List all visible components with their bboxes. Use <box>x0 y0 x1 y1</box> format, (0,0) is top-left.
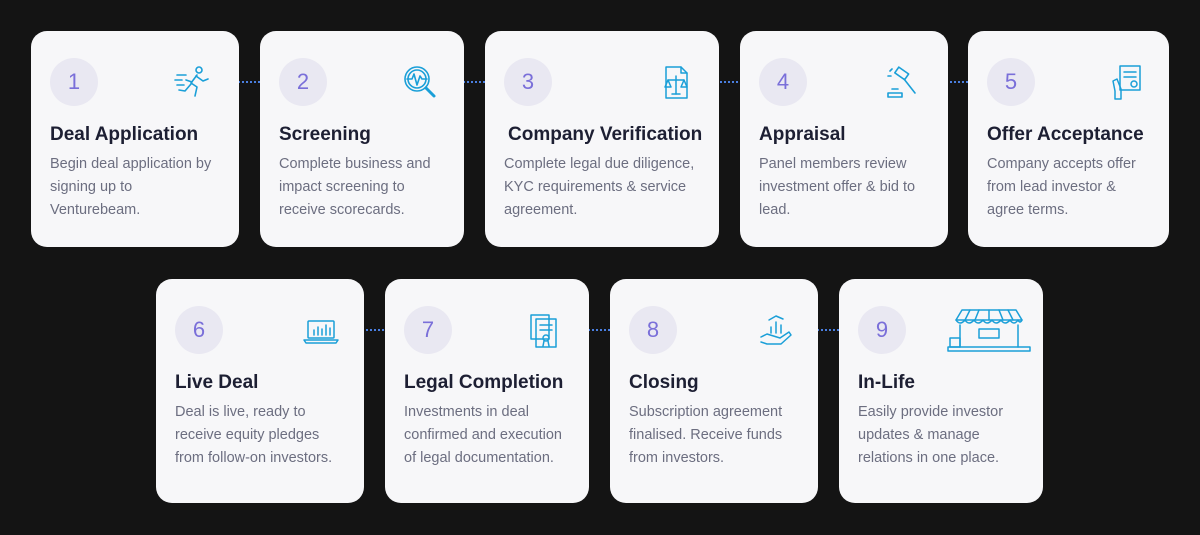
step-number: 4 <box>759 58 807 106</box>
step-title: Offer Acceptance <box>987 124 1144 145</box>
step-description: Investments in deal confirmed and execut… <box>404 404 562 466</box>
step-number: 5 <box>987 58 1035 106</box>
step-card-2: 2 Screening Complete business and impact… <box>260 31 464 247</box>
step-description: Company accepts offer from lead investor… <box>987 156 1136 218</box>
step-title: Closing <box>629 372 699 393</box>
step-title: Company Verification <box>508 124 703 145</box>
step-card-4: 4 Appraisal Panel members review investm… <box>740 31 948 247</box>
step-description: Complete legal due diligence, KYC requir… <box>504 156 695 218</box>
step-description: Subscription agreement finalised. Receiv… <box>629 404 783 466</box>
step-number: 2 <box>279 58 327 106</box>
step-card-9: 9 In-Life Easily provide investor update… <box>839 279 1043 503</box>
step-card-3: 3 Company Verification Complete legal du… <box>485 31 719 247</box>
legal-scales-document-icon <box>656 63 696 103</box>
step-number: 8 <box>629 306 677 354</box>
step-number: 3 <box>504 58 552 106</box>
step-title: Screening <box>279 124 371 145</box>
hand-growth-chart-icon <box>756 311 796 351</box>
connector-line <box>790 329 862 331</box>
step-description: Easily provide investor updates & manage… <box>858 404 1004 466</box>
certificate-documents-icon <box>525 311 565 351</box>
signed-contract-icon <box>1108 63 1148 103</box>
connector-line <box>556 329 634 331</box>
step-title: Live Deal <box>175 372 259 393</box>
connector-line <box>214 81 284 83</box>
connector-line <box>338 329 408 331</box>
step-title: Appraisal <box>759 124 846 145</box>
step-number: 6 <box>175 306 223 354</box>
step-card-7: 7 Legal Completion Investments in deal c… <box>385 279 589 503</box>
step-card-6: 6 Live Deal Deal is live, ready to recei… <box>156 279 364 503</box>
step-description: Complete business and impact screening t… <box>279 156 431 218</box>
step-card-8: 8 Closing Subscription agreement finalis… <box>610 279 818 503</box>
gavel-hand-icon <box>884 63 924 103</box>
step-card-1: 1 Deal Application Begin deal applicatio… <box>31 31 239 247</box>
step-title: Legal Completion <box>404 372 564 393</box>
magnifier-pulse-icon <box>400 63 440 103</box>
step-description: Panel members review investment offer & … <box>759 156 916 218</box>
storefront-icon <box>946 307 1032 353</box>
connector-line <box>926 81 992 83</box>
laptop-chart-icon <box>301 311 341 351</box>
step-description: Deal is live, ready to receive equity pl… <box>175 404 333 466</box>
step-card-5: 5 Offer Acceptance Company accepts offer… <box>968 31 1169 247</box>
connector-line <box>696 81 762 83</box>
step-number: 7 <box>404 306 452 354</box>
connector-line <box>440 81 508 83</box>
step-description: Begin deal application by signing up to … <box>50 156 212 218</box>
step-number: 9 <box>858 306 906 354</box>
step-number: 1 <box>50 58 98 106</box>
step-title: Deal Application <box>50 124 199 145</box>
running-person-icon <box>174 63 214 103</box>
step-title: In-Life <box>858 372 915 393</box>
